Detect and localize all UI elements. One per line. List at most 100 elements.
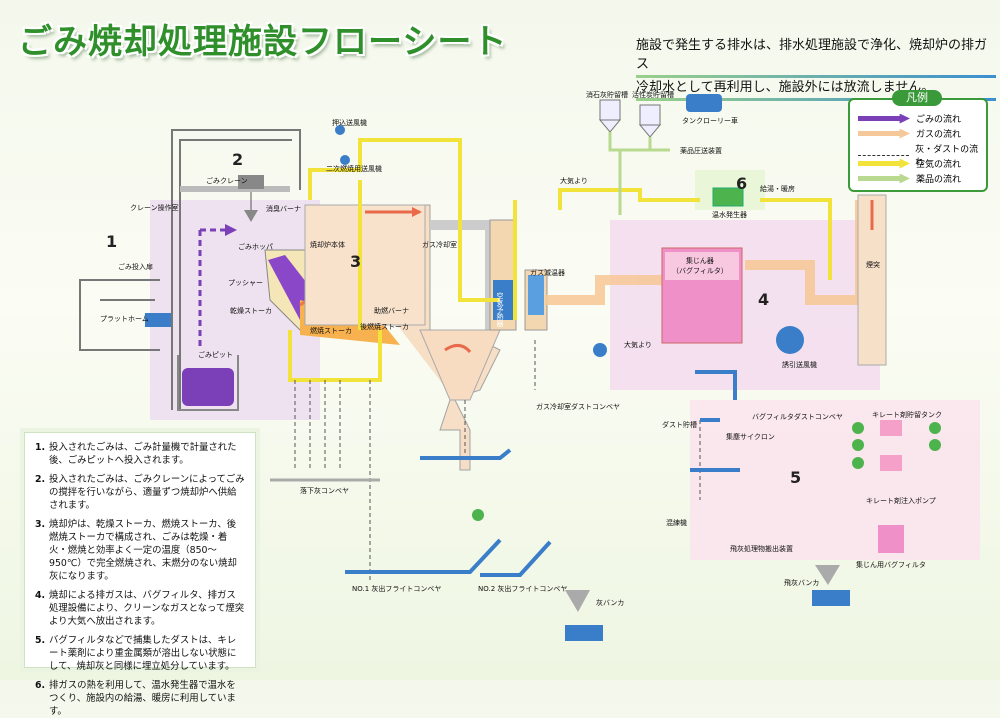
area-4: 4 (758, 290, 770, 309)
label-burner: 助燃バーナ (374, 307, 409, 315)
label-pusher: プッシャー (228, 279, 263, 287)
step-item: 1.投入されたごみは、ごみ計量機で計量された後、ごみピットへ投入されます。 (35, 441, 245, 467)
label-gas-heat: ガス減温器 (530, 269, 565, 277)
fly-ash-truck (812, 590, 850, 606)
conveyors (345, 370, 740, 577)
label-post: 後燃焼ストーカ (360, 323, 409, 331)
label-kneader: 混練機 (666, 519, 687, 527)
legend-row: ガスの流れ (858, 127, 961, 140)
legend-swatch (858, 128, 910, 139)
legend-label: ごみの流れ (916, 115, 962, 125)
flow-diagram (79, 94, 980, 641)
label-inlet: ごみ投入扉 (118, 263, 153, 271)
note-line-1: 施設で発生する排水は、排水処理施設で浄化、焼却炉の排ガス (636, 38, 988, 72)
label-furnace: 焼却炉本体 (310, 241, 345, 249)
step-item: 3.焼却炉は、乾燥ストーカ、燃焼ストーカ、後燃焼ストーカで構成され、ごみは乾燥・… (35, 518, 245, 583)
top-note: 施設で発生する排水は、排水処理施設で浄化、焼却炉の排ガス 冷却水として再利用し、… (636, 36, 996, 101)
legend-title: 凡例 (892, 90, 942, 106)
legend-row: 空気の流れ (858, 157, 961, 170)
area-3: 3 (350, 252, 362, 271)
label-dust-bag: 集じん用バグフィルタ (856, 561, 926, 569)
tank-truck (686, 94, 722, 112)
pit-garbage (182, 368, 234, 406)
note-underline (636, 75, 996, 78)
area-6: 6 (736, 174, 748, 193)
legend-row: 薬品の流れ (858, 172, 961, 185)
legend-row: 灰・ダストの流れ (858, 142, 986, 168)
label-cyclone: 集塵サイクロン (726, 433, 775, 441)
step-text: 投入されたごみは、ごみクレーンによってごみの撹拌を行いながら、適量ずつ焼却炉へ供… (49, 474, 245, 511)
label-truck: タンクローリー車 (682, 117, 738, 125)
legend-label: 灰・ダストの流れ (915, 145, 979, 168)
label-bag-conv: バグフィルタダストコンベヤ (752, 413, 843, 421)
area-1: 1 (106, 232, 118, 251)
label-gas-cool: ガス冷却室 (422, 241, 457, 249)
label-fan: 誘引送風機 (782, 361, 817, 369)
label-crane: ごみクレーン (206, 177, 248, 185)
step-number: 6. (35, 680, 46, 691)
label-burn: 燃焼ストーカ (310, 327, 352, 335)
step-number: 1. (35, 442, 46, 453)
page-title: ごみ焼却処理施設フローシート (18, 22, 508, 62)
process-description: 1.投入されたごみは、ごみ計量機で計量された後、ごみピットへ投入されます。 2.… (24, 432, 256, 717)
label-chute: 落下灰コンベヤ (300, 487, 349, 495)
label-bag: 集じん器 （バグフィルタ） (672, 257, 728, 275)
step-text: 焼却炉は、乾燥ストーカ、燃焼ストーカ、後燃焼ストーカで構成され、ごみは乾燥・着火… (49, 519, 237, 582)
step-number: 2. (35, 474, 46, 485)
area-2: 2 (232, 150, 244, 169)
area-5: 5 (790, 468, 802, 487)
label-deodor: 消臭バーナ (266, 205, 301, 213)
step-number: 5. (35, 635, 46, 646)
label-ext: 給湯・暖房 (760, 185, 795, 193)
step-text: 焼却による排ガスは、バグフィルタ、排ガス処理設備により、クリーンなガスとなって煙… (49, 590, 245, 627)
note-line-2: 冷却水として再利用し、施設外には放流しません。 (636, 80, 935, 95)
label-atm-2: 大気より (624, 341, 652, 349)
label-act: 活性炭貯留槽 (632, 91, 674, 99)
legend-swatch (858, 154, 910, 156)
label-dust-silo: ダスト貯槽 (662, 421, 697, 429)
note-underline (636, 98, 996, 101)
legend: 凡例 ごみの流れ ガスの流れ 灰・ダストの流れ 空気の流れ 薬品の流れ (848, 90, 988, 192)
label-fly-bunker: 飛灰バンカ (784, 579, 820, 587)
step-number: 3. (35, 519, 46, 530)
label-crane-room: クレーン操作室 (130, 204, 179, 212)
label-pit: ごみピット (198, 351, 233, 359)
label-hopper: ごみホッパ (238, 243, 273, 251)
label-dust-conv: ガス冷却室ダストコンベヤ (536, 403, 620, 411)
step-item: 6.排ガスの熱を利用して、温水発生器で温水をつくり、施設内の給湯、暖房に利用して… (35, 679, 245, 718)
chem-silos (598, 99, 662, 138)
label-chem-conv: 薬品圧送装置 (680, 147, 722, 155)
label-air-pre: 空気予熱器 (496, 292, 504, 327)
legend-label: 薬品の流れ (916, 175, 962, 185)
label-sec-fan: 二次燃焼用送風機 (326, 165, 382, 173)
label-lime: 消石灰貯留槽 (586, 91, 628, 99)
air-lines (288, 138, 832, 382)
step-number: 4. (35, 590, 46, 601)
label-ash1: NO.1 灰出フライトコンベヤ (352, 585, 442, 593)
legend-label: 空気の流れ (916, 160, 962, 170)
legend-swatch (858, 113, 910, 124)
label-chelate-tank: キレート剤貯留タンク (872, 411, 942, 419)
step-text: バグフィルタなどで捕集したダストは、キレート薬剤により重金属類が溶出しない状態に… (49, 635, 237, 672)
label-ash2: NO.2 灰出フライトコンベヤ (478, 585, 568, 593)
label-platform: プラットホーム (100, 315, 149, 323)
step-item: 5.バグフィルタなどで捕集したダストは、キレート薬剤により重金属類が溶出しない状… (35, 634, 245, 673)
legend-row: ごみの流れ (858, 112, 961, 125)
label-atm-1: 大気より (560, 177, 588, 185)
garbage-truck (145, 313, 171, 327)
step-text: 投入されたごみは、ごみ計量機で計量された後、ごみピットへ投入されます。 (49, 442, 237, 466)
step-item: 4.焼却による排ガスは、バグフィルタ、排ガス処理設備により、クリーンなガスとなっ… (35, 589, 245, 628)
label-dry: 乾燥ストーカ (230, 307, 272, 315)
label-chelate-pump: キレート剤注入ポンプ (866, 497, 936, 505)
label-ash-bunker: 灰バンカ (596, 599, 625, 607)
legend-swatch (858, 173, 910, 184)
label-hot-water: 温水発生器 (712, 211, 747, 219)
building-outline (79, 129, 301, 410)
label-push-fan: 押込送風機 (332, 119, 367, 127)
step-item: 2.投入されたごみは、ごみクレーンによってごみの撹拌を行いながら、適量ずつ焼却炉… (35, 473, 245, 512)
induced-fan (776, 326, 804, 354)
ash-truck (565, 625, 603, 641)
label-fly-proc: 飛灰処理物搬出装置 (730, 545, 793, 553)
label-stack: 煙突 (866, 261, 880, 269)
legend-label: ガスの流れ (916, 130, 962, 140)
